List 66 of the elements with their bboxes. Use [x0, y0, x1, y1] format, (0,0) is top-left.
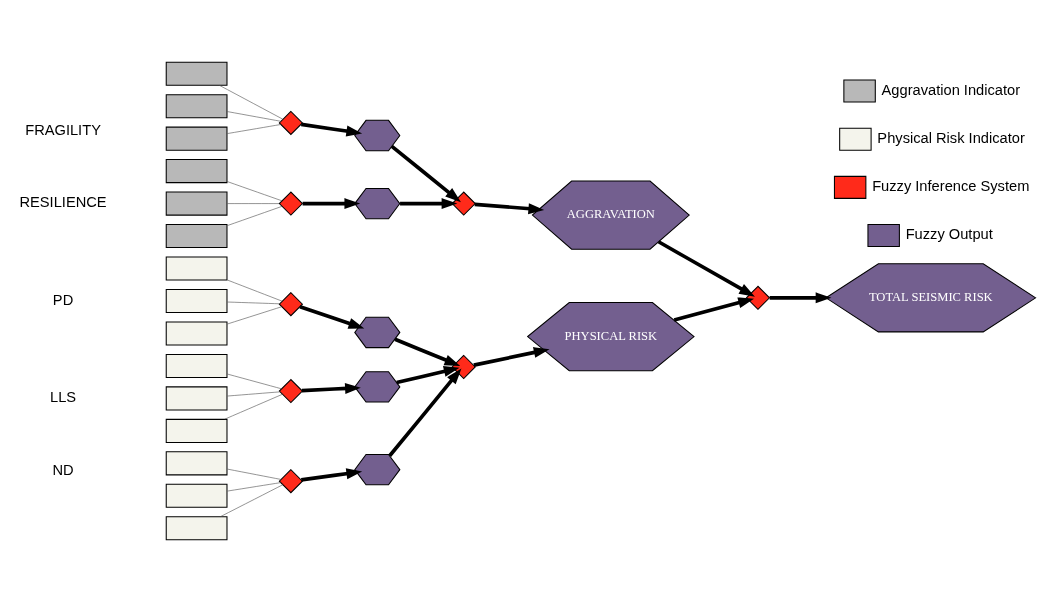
node-hexagon [354, 187, 401, 220]
node-box [165, 224, 228, 249]
arrow [396, 365, 460, 385]
arrow [388, 368, 462, 457]
node-diamond [278, 191, 304, 216]
node-diamond [451, 191, 476, 216]
node-box [165, 418, 228, 443]
arrow [673, 297, 754, 322]
arrow [301, 468, 363, 482]
node-box [165, 61, 228, 86]
connector [227, 468, 282, 480]
node-hexagon [354, 371, 401, 403]
arrow [299, 305, 365, 329]
node-box [165, 159, 228, 184]
node-hexagon [354, 316, 401, 349]
label: FRAGILITY [25, 122, 101, 139]
arrow [301, 382, 361, 394]
connector [224, 394, 283, 420]
connector [227, 203, 280, 204]
arrow [302, 198, 361, 210]
connector [227, 391, 281, 397]
label: PD [52, 291, 74, 308]
legend-label: Fuzzy Output [905, 226, 993, 243]
node-diamond [745, 285, 771, 311]
node-diamond [451, 354, 476, 380]
label: LLS [50, 389, 77, 406]
arrow [301, 122, 363, 137]
label: ND [52, 461, 74, 478]
arrow [474, 202, 545, 215]
connector [227, 306, 282, 325]
node-box [165, 191, 228, 216]
node-box [165, 288, 228, 314]
node-box [165, 483, 228, 508]
node-box [165, 353, 228, 378]
legend-label: Aggravation Indicator [881, 81, 1021, 98]
legend-label: Physical Risk Indicator [877, 130, 1025, 147]
connector [227, 111, 282, 122]
connector [219, 85, 283, 120]
connector [227, 301, 280, 305]
node-hexagon [354, 453, 401, 486]
node-box [165, 321, 228, 346]
arrow [657, 240, 755, 297]
node-box [165, 256, 228, 281]
node-box [165, 451, 228, 476]
node-box [165, 94, 228, 119]
connector [227, 373, 282, 390]
arrow [769, 292, 832, 304]
node-diamond [278, 468, 304, 494]
node-box [165, 126, 228, 151]
node-hexagon [354, 119, 401, 152]
node-box [165, 386, 228, 411]
node-box [165, 516, 228, 541]
node-diamond [278, 291, 304, 317]
connector [227, 279, 283, 302]
connector [227, 181, 283, 202]
connector [220, 484, 284, 517]
label: RESILIENCE [19, 194, 107, 211]
arrow [390, 145, 461, 203]
node-diamond [278, 378, 304, 404]
arrow [394, 337, 461, 366]
arrow [400, 198, 458, 210]
connector [227, 482, 282, 492]
connector [227, 206, 283, 226]
connector [227, 124, 282, 134]
node-diamond [278, 110, 304, 136]
legend-label: Fuzzy Inference System [872, 178, 1030, 195]
